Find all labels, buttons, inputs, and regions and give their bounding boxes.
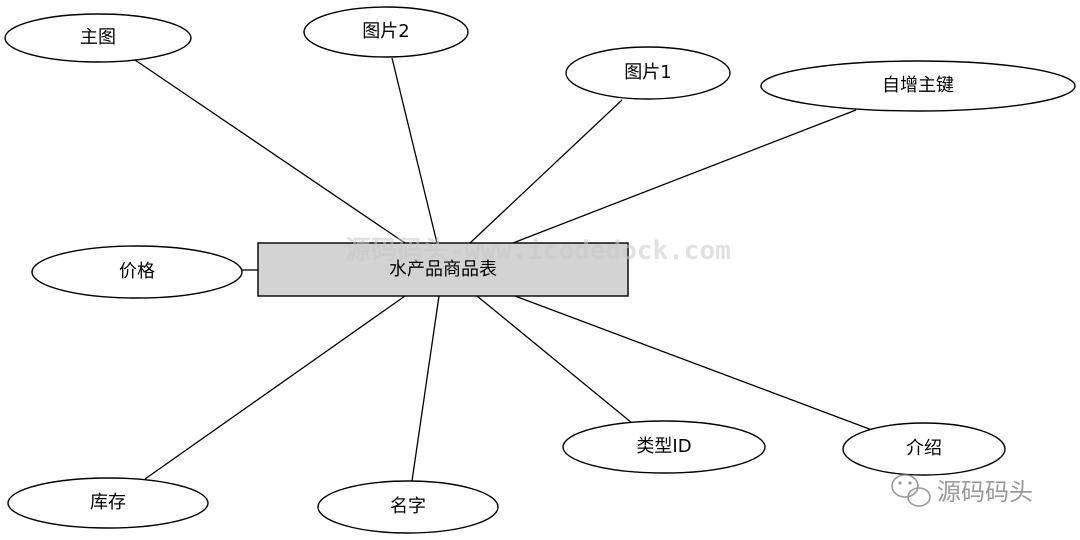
- connector-intro: [514, 295, 873, 431]
- attribute-label: 价格: [119, 261, 155, 282]
- brand-text: 源码码头: [937, 478, 1033, 506]
- attribute-label: 介绍: [906, 438, 942, 459]
- entity-box: 水产品商品表: [257, 242, 629, 297]
- attribute-main-image: 主图: [4, 13, 192, 63]
- attribute-label: 类型ID: [636, 436, 691, 457]
- attribute-image2: 图片2: [303, 6, 469, 58]
- attribute-label: 名字: [390, 496, 426, 517]
- attribute-label: 自增主键: [882, 75, 954, 96]
- connector-auto-id: [512, 109, 857, 244]
- connector-image1: [469, 99, 623, 244]
- attribute-price: 价格: [31, 245, 243, 299]
- attribute-label: 图片1: [624, 62, 671, 83]
- attribute-stock: 库存: [7, 477, 209, 529]
- entity-label: 水产品商品表: [389, 259, 497, 280]
- connector-stock: [144, 295, 406, 480]
- connector-lines: [134, 57, 873, 482]
- attribute-name: 名字: [317, 480, 499, 534]
- attribute-type-id: 类型ID: [562, 420, 766, 474]
- connector-image2: [391, 57, 438, 244]
- watermark-text: 源码码头-www.icodedock.com: [345, 236, 731, 266]
- brand-logo: 源码码头: [891, 474, 1033, 507]
- attribute-label: 主图: [80, 27, 116, 48]
- attribute-image1: 图片1: [565, 46, 731, 100]
- wechat-icon: [891, 474, 931, 507]
- attribute-label: 库存: [90, 492, 126, 513]
- connector-name: [411, 295, 440, 482]
- connector-type-id: [476, 295, 633, 424]
- attribute-auto-id: 自增主键: [760, 60, 1076, 112]
- attribute-intro: 介绍: [842, 422, 1006, 476]
- entity-rect: [257, 242, 629, 297]
- attribute-label: 图片2: [362, 21, 409, 42]
- connector-main-image: [134, 59, 406, 244]
